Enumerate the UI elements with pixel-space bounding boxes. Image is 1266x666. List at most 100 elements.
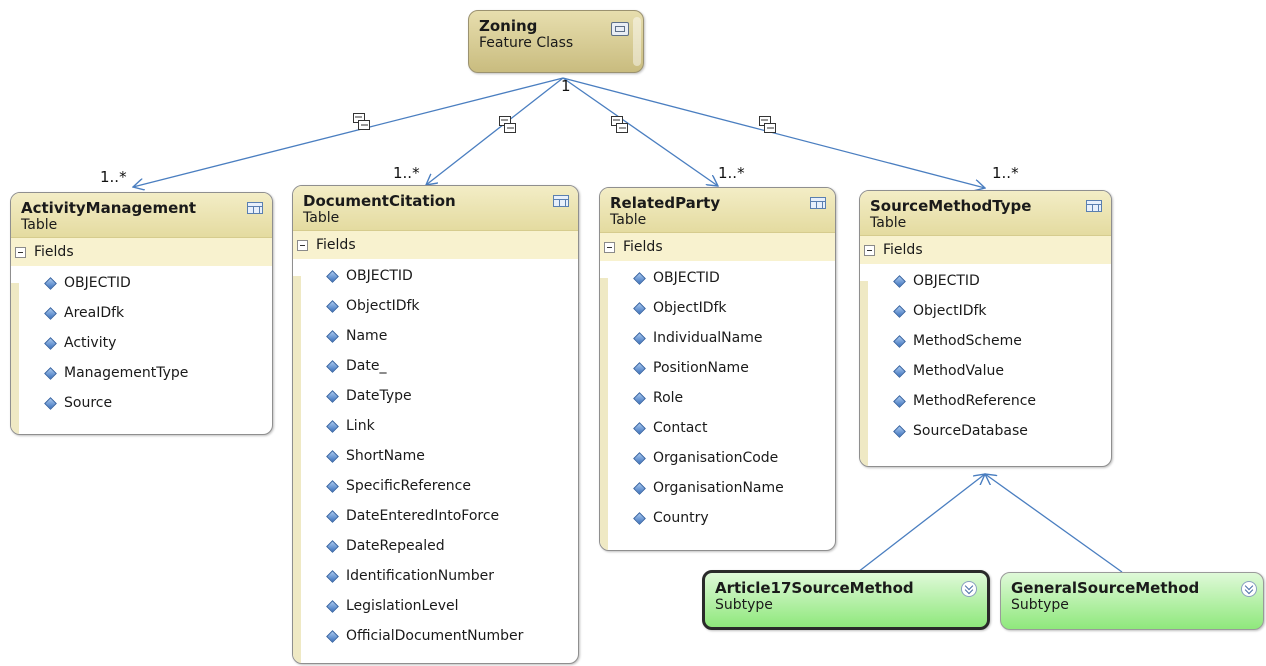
- table-header[interactable]: DocumentCitation Table: [293, 186, 578, 231]
- table-sourcemethodtype[interactable]: SourceMethodType Table Fields OBJECTID O…: [859, 190, 1112, 467]
- relationship-line-sourcemethodtype[interactable]: [562, 77, 985, 188]
- feature-class-zoning[interactable]: Zoning Feature Class: [468, 10, 644, 73]
- table-kind: Table: [303, 210, 340, 226]
- fields-section-label: Fields: [623, 239, 663, 255]
- field-name: Role: [653, 390, 684, 406]
- table-rail: [600, 278, 608, 550]
- collapse-icon[interactable]: [15, 246, 26, 258]
- field-item[interactable]: LegislationLevel: [293, 591, 578, 621]
- field-item[interactable]: OBJECTID: [600, 263, 835, 293]
- field-item[interactable]: Contact: [600, 413, 835, 443]
- field-item[interactable]: ObjectIDfk: [860, 296, 1111, 326]
- field-item[interactable]: Link: [293, 411, 578, 441]
- field-item[interactable]: OrganisationName: [600, 473, 835, 503]
- field-item[interactable]: Activity: [11, 328, 272, 358]
- field-name: Name: [346, 328, 388, 344]
- multiplicity-sourcemethodtype: 1..*: [992, 164, 1019, 182]
- subtype-line-article17[interactable]: [857, 474, 985, 573]
- field-name: OrganisationName: [653, 480, 784, 496]
- relationship-class-icon: [759, 116, 776, 133]
- field-item[interactable]: Source: [11, 388, 272, 418]
- field-item[interactable]: Name: [293, 321, 578, 351]
- table-header[interactable]: RelatedParty Table: [600, 188, 835, 233]
- field-item[interactable]: DateEnteredIntoForce: [293, 501, 578, 531]
- field-icon: [326, 569, 339, 583]
- field-item[interactable]: ObjectIDfk: [293, 291, 578, 321]
- field-icon: [326, 299, 339, 313]
- field-name: OrganisationCode: [653, 450, 779, 466]
- field-item[interactable]: Country: [600, 503, 835, 533]
- field-item[interactable]: Date_: [293, 351, 578, 381]
- field-item[interactable]: OBJECTID: [11, 268, 272, 298]
- field-item[interactable]: OrganisationCode: [600, 443, 835, 473]
- fields-section-header[interactable]: Fields: [860, 236, 1111, 264]
- field-name: DateType: [346, 388, 412, 404]
- field-item[interactable]: Role: [600, 383, 835, 413]
- subtype-kind: Subtype: [715, 597, 773, 613]
- collapse-icon[interactable]: [604, 241, 615, 253]
- field-icon: [326, 479, 339, 493]
- table-icon: [553, 195, 569, 207]
- field-item[interactable]: MethodValue: [860, 356, 1111, 386]
- subtype-article17sourcemethod[interactable]: Article17SourceMethod Subtype: [702, 570, 990, 630]
- fields-section-header[interactable]: Fields: [293, 231, 578, 259]
- subtype-kind: Subtype: [1011, 597, 1069, 613]
- field-item[interactable]: ManagementType: [11, 358, 272, 388]
- field-name: OBJECTID: [64, 275, 131, 291]
- field-item[interactable]: DateType: [293, 381, 578, 411]
- field-item[interactable]: OBJECTID: [860, 266, 1111, 296]
- table-name: SourceMethodType: [870, 197, 1032, 215]
- field-name: Date_: [346, 358, 387, 374]
- field-item[interactable]: OBJECTID: [293, 261, 578, 291]
- field-name: IdentificationNumber: [346, 568, 495, 584]
- field-name: SourceDatabase: [913, 423, 1028, 439]
- field-name: MethodReference: [913, 393, 1037, 409]
- field-item[interactable]: IndividualName: [600, 323, 835, 353]
- feature-class-icon: [611, 22, 629, 36]
- field-icon: [893, 304, 906, 318]
- field-item[interactable]: DateRepealed: [293, 531, 578, 561]
- table-kind: Table: [21, 217, 58, 233]
- subtype-line-general[interactable]: [985, 474, 1123, 573]
- table-header[interactable]: ActivityManagement Table: [11, 193, 272, 238]
- relationship-line-documentcitation[interactable]: [426, 77, 564, 185]
- feature-class-kind: Feature Class: [479, 35, 574, 51]
- collapse-icon[interactable]: [864, 244, 875, 256]
- field-item[interactable]: AreaIDfk: [11, 298, 272, 328]
- field-item[interactable]: ShortName: [293, 441, 578, 471]
- field-icon: [326, 539, 339, 553]
- fields-section-header[interactable]: Fields: [600, 233, 835, 261]
- field-name: AreaIDfk: [64, 305, 125, 321]
- field-icon: [633, 511, 646, 525]
- field-icon: [633, 301, 646, 315]
- field-item[interactable]: ObjectIDfk: [600, 293, 835, 323]
- field-item[interactable]: MethodReference: [860, 386, 1111, 416]
- relationship-line-relatedparty[interactable]: [562, 77, 718, 186]
- expand-icon[interactable]: [961, 581, 977, 597]
- table-header[interactable]: SourceMethodType Table: [860, 191, 1111, 236]
- collapse-icon[interactable]: [297, 239, 308, 251]
- table-relatedparty[interactable]: RelatedParty Table Fields OBJECTID Objec…: [599, 187, 836, 551]
- field-item[interactable]: SourceDatabase: [860, 416, 1111, 446]
- field-name: ObjectIDfk: [653, 300, 727, 316]
- multiplicity-documentcitation: 1..*: [393, 164, 420, 182]
- relationship-line-activitymanagement[interactable]: [133, 77, 564, 187]
- fields-section-header[interactable]: Fields: [11, 238, 272, 266]
- field-item[interactable]: PositionName: [600, 353, 835, 383]
- field-name: ObjectIDfk: [346, 298, 420, 314]
- field-item[interactable]: SpecificReference: [293, 471, 578, 501]
- field-icon: [893, 274, 906, 288]
- field-name: LegislationLevel: [346, 598, 459, 614]
- field-item[interactable]: OfficialDocumentNumber: [293, 621, 578, 651]
- table-activitymanagement[interactable]: ActivityManagement Table Fields OBJECTID…: [10, 192, 273, 435]
- feature-class-name: Zoning: [479, 17, 538, 35]
- expand-icon[interactable]: [1241, 581, 1257, 597]
- field-icon: [633, 481, 646, 495]
- field-icon: [44, 366, 57, 380]
- table-icon: [810, 197, 826, 209]
- table-documentcitation[interactable]: DocumentCitation Table Fields OBJECTID O…: [292, 185, 579, 664]
- multiplicity-activitymanagement: 1..*: [100, 168, 127, 186]
- field-item[interactable]: MethodScheme: [860, 326, 1111, 356]
- field-item[interactable]: IdentificationNumber: [293, 561, 578, 591]
- subtype-generalsourcemethod[interactable]: GeneralSourceMethod Subtype: [1000, 572, 1264, 630]
